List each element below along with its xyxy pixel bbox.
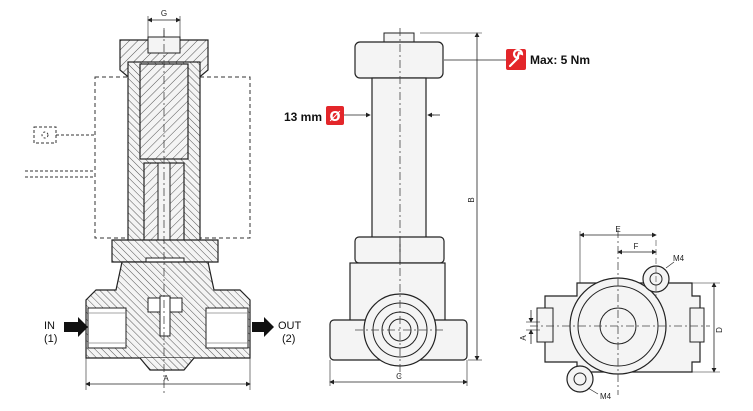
dimension-a-right-label: A (519, 335, 528, 341)
in-port-label: (1) (44, 333, 57, 345)
dimension-b-label: B (467, 197, 476, 202)
wrench-icon (506, 48, 526, 70)
m4-bottom-label: M4 (600, 392, 612, 401)
dimension-c-label: C (396, 372, 402, 381)
in-label: IN (44, 320, 55, 332)
dimension-a-label: A (163, 374, 169, 383)
dimension-e-label: E (615, 225, 620, 234)
m4-top-label: M4 (673, 254, 685, 263)
in-arrow-icon (64, 317, 88, 337)
out-port-label: (2) (282, 333, 295, 345)
side-view: B C 13 mm Ø Max: 5 Nm (284, 28, 590, 386)
section-view: G A IN (1) OUT (2) (25, 9, 302, 395)
diameter-value: 13 mm (284, 110, 322, 124)
diameter-icon: Ø (326, 106, 344, 125)
dimension-g-label: G (161, 9, 167, 18)
torque-label: Max: 5 Nm (530, 53, 590, 67)
dimension-f-label: F (634, 242, 639, 251)
bottom-view: E F M4 M4 A D (519, 225, 724, 401)
out-arrow-icon (252, 317, 274, 337)
dimension-d-label: D (715, 327, 724, 333)
diameter-symbol: Ø (329, 110, 340, 125)
out-label: OUT (278, 320, 302, 332)
